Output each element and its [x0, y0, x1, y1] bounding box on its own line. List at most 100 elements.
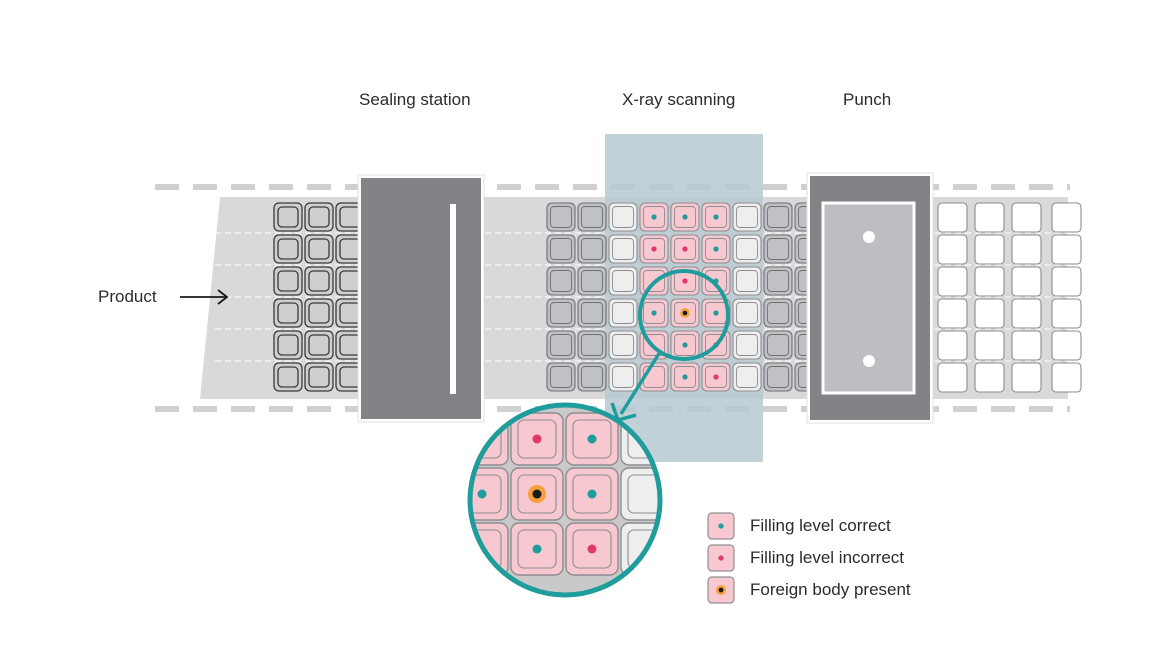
- legend-item-foreign-body: Foreign body present: [706, 575, 911, 605]
- legend-label: Filling level correct: [750, 516, 891, 535]
- punched-cell: [1011, 234, 1042, 265]
- sealed-cell: [546, 234, 576, 264]
- punched-cell: [1051, 362, 1082, 393]
- sealed-cell: [763, 202, 793, 232]
- punched-cell: [1051, 202, 1082, 233]
- sealed-cell: [639, 202, 669, 232]
- sealed-cells: [546, 202, 824, 392]
- sealed-cell: [546, 298, 576, 328]
- punched-cell: [937, 234, 968, 265]
- sealed-cell: [732, 330, 762, 360]
- sealed-cell: [639, 298, 669, 328]
- sealed-cell: [763, 266, 793, 296]
- punched-cell: [974, 202, 1005, 233]
- punched-cell: [1051, 266, 1082, 297]
- xray-scan-zone: [605, 134, 763, 462]
- punch-hole: [863, 355, 875, 367]
- sealed-cell: [608, 298, 638, 328]
- unsealed-cell: [273, 234, 303, 264]
- sealed-cell: [670, 362, 700, 392]
- magnified-cell: [510, 412, 564, 466]
- sealed-cell: [732, 266, 762, 296]
- sealed-cell: [701, 234, 731, 264]
- punched-cell: [937, 362, 968, 393]
- punched-cell: [937, 202, 968, 233]
- legend-item-correct: Filling level correct: [706, 511, 891, 541]
- sealed-cell: [670, 266, 700, 296]
- sealed-cell: [546, 330, 576, 360]
- unsealed-cell: [273, 298, 303, 328]
- legend-label: Filling level incorrect: [750, 548, 904, 567]
- sealed-cell: [763, 362, 793, 392]
- sealed-cell: [670, 202, 700, 232]
- punched-cell: [1011, 330, 1042, 361]
- sealed-cell: [608, 234, 638, 264]
- punched-cell: [1011, 266, 1042, 297]
- unsealed-cell: [304, 266, 334, 296]
- sealed-cell: [546, 202, 576, 232]
- magnified-cell: [510, 522, 564, 576]
- sealed-cell: [608, 330, 638, 360]
- punched-cell: [974, 330, 1005, 361]
- punched-cell: [1011, 362, 1042, 393]
- sealing-station: [357, 174, 485, 423]
- unsealed-cell: [304, 298, 334, 328]
- magnified-cell: [565, 412, 619, 466]
- punched-cell: [937, 330, 968, 361]
- sealed-cell: [732, 298, 762, 328]
- punched-cell: [1011, 298, 1042, 329]
- unsealed-cell: [273, 202, 303, 232]
- zoom-connector: [619, 351, 662, 415]
- sealed-cell: [639, 234, 669, 264]
- scan-zone-rect: [605, 134, 763, 462]
- sealed-cell: [608, 266, 638, 296]
- unsealed-cell: [304, 362, 334, 392]
- magnifier-ring: [467, 402, 663, 598]
- punch-hole: [863, 231, 875, 243]
- arrow-head: [217, 289, 229, 305]
- punched-cells: [937, 202, 1082, 393]
- sealed-cell: [701, 202, 731, 232]
- sealed-cell: [732, 234, 762, 264]
- punched-cell: [937, 266, 968, 297]
- sealed-cell: [670, 234, 700, 264]
- sealed-cell: [763, 298, 793, 328]
- unsealed-cell: [304, 234, 334, 264]
- sealed-cell: [546, 362, 576, 392]
- teal-dot-cell-icon: [707, 512, 735, 540]
- sealed-cell: [577, 362, 607, 392]
- sealed-cell: [701, 362, 731, 392]
- zoom-source-ring: [638, 269, 730, 361]
- xray-scanning-label: X-ray scanning: [622, 90, 736, 109]
- sealed-cell: [763, 234, 793, 264]
- sealed-cell: [608, 362, 638, 392]
- magnified-cell: [510, 467, 564, 521]
- sealed-cell: [670, 330, 700, 360]
- sealed-cell: [546, 266, 576, 296]
- unsealed-cells: [273, 202, 365, 392]
- stations: [357, 172, 934, 424]
- magnified-view: [471, 406, 659, 594]
- punched-cell: [974, 234, 1005, 265]
- sealed-cell: [701, 298, 731, 328]
- sealed-cell: [577, 330, 607, 360]
- magnified-cell: [620, 467, 659, 521]
- punched-cell: [1051, 330, 1082, 361]
- product-arrow-icon: [180, 289, 229, 305]
- sealing-station-label: Sealing station: [359, 90, 471, 109]
- magnified-cell: [565, 522, 619, 576]
- punched-cell: [974, 298, 1005, 329]
- punched-cell: [974, 266, 1005, 297]
- unsealed-cell: [304, 202, 334, 232]
- red-dot-cell-icon: [707, 544, 735, 572]
- sealed-cell: [577, 202, 607, 232]
- sealed-cell: [577, 298, 607, 328]
- unsealed-cell: [273, 362, 303, 392]
- punched-cell: [1011, 202, 1042, 233]
- sealed-cell: [577, 266, 607, 296]
- sealed-cell: [701, 266, 731, 296]
- punch-label: Punch: [843, 90, 892, 109]
- magnified-cell: [565, 467, 619, 521]
